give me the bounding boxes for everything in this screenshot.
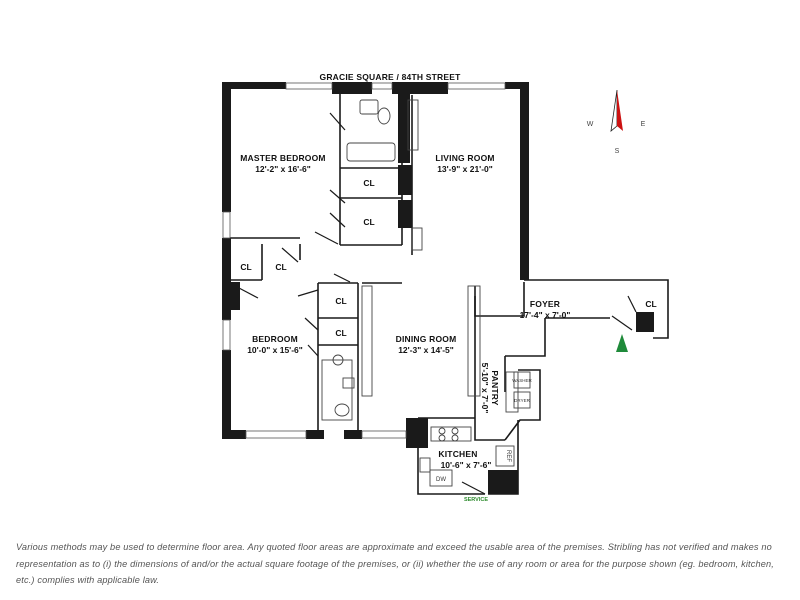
door-swings — [238, 112, 637, 495]
kitchen-label: KITCHEN — [438, 449, 477, 459]
closet-label: CL — [275, 262, 286, 272]
windows — [222, 82, 506, 439]
closet-label: CL — [335, 296, 346, 306]
compass: W E S — [587, 89, 646, 155]
washer-label: WASHER — [512, 378, 532, 383]
foyer-label: FOYER — [530, 299, 560, 309]
compass-east-label: E — [641, 121, 646, 128]
entry-arrow-icon — [616, 334, 628, 352]
closet-label: CL — [335, 328, 346, 338]
compass-needle-icon — [617, 90, 623, 131]
fixtures — [321, 99, 531, 487]
floor-plan: GRACIE SQUARE / 84TH STREET MASTER BEDRO… — [222, 72, 669, 503]
disclaimer-text: Various methods may be used to determine… — [16, 542, 774, 585]
refrigerator-text: REF — [505, 450, 511, 462]
service-entrance-label: SERVICE — [464, 497, 488, 503]
pantry-dims: 5'-10" x 7'-0" — [480, 363, 490, 414]
bedroom-label: BEDROOM — [252, 334, 298, 344]
master-bedroom-label: MASTER BEDROOM — [240, 153, 325, 163]
pantry-text: PANTRY 5'-10" x 7'-0" — [480, 363, 500, 414]
exterior-walls — [222, 82, 529, 446]
closet-label: CL — [363, 217, 374, 227]
dryer-label: DRYER — [514, 398, 530, 403]
master-bedroom-dims: 12'-2" x 16'-6" — [255, 164, 311, 174]
closet-label: CL — [363, 178, 374, 188]
foyer-dims: 17'-4" x 7'-0" — [520, 310, 571, 320]
compass-south-label: S — [615, 148, 620, 155]
interior-wall-pieces — [222, 93, 654, 494]
dining-room-label: DINING ROOM — [396, 334, 457, 344]
compass-needle-left-icon — [610, 89, 618, 132]
kitchen-dims: 10'-6" x 7'-6" — [441, 460, 492, 470]
bedroom-dims: 10'-0" x 15'-6" — [247, 345, 303, 355]
pantry-label: PANTRY — [490, 370, 500, 405]
closet-label: CL — [240, 262, 251, 272]
living-room-label: LIVING ROOM — [435, 153, 494, 163]
closet-label: CL — [645, 299, 656, 309]
dining-room-dims: 12'-3" x 14'-5" — [398, 345, 454, 355]
street-label: GRACIE SQUARE / 84TH STREET — [320, 72, 462, 82]
dishwasher-label: DW — [436, 477, 446, 483]
living-room-dims: 13'-9" x 21'-0" — [437, 164, 493, 174]
refrigerator-label: REF — [505, 450, 511, 462]
compass-west-label: W — [587, 121, 594, 128]
